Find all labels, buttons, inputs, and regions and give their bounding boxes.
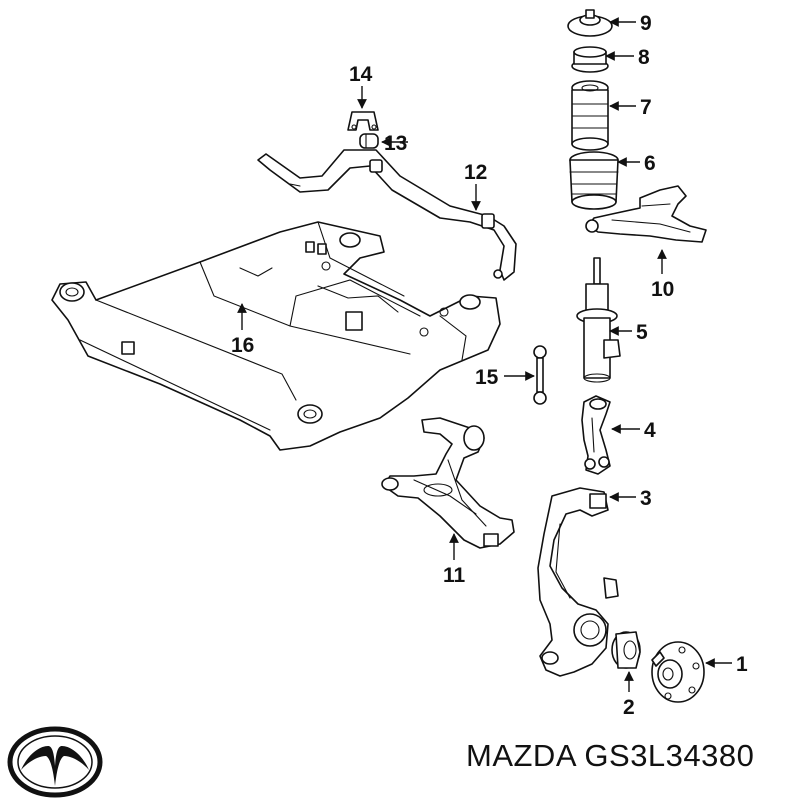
callout-label-10: 10 xyxy=(651,278,674,301)
callout-12: 12 xyxy=(464,161,487,211)
shock-absorber-part xyxy=(576,257,621,383)
wheel-bearing-part xyxy=(611,631,641,669)
callout-7: 7 xyxy=(609,96,652,119)
callout-label-1: 1 xyxy=(736,653,748,676)
callout-label-14: 14 xyxy=(349,63,373,86)
callout-6: 6 xyxy=(617,152,656,175)
callout-11: 11 xyxy=(443,533,466,587)
dust-boot-part xyxy=(571,80,609,151)
wheel-hub-part xyxy=(651,641,705,703)
steering-knuckle-part xyxy=(537,487,619,677)
callout-label-11: 11 xyxy=(443,564,466,587)
callout-3: 3 xyxy=(609,487,652,510)
callout-10: 10 xyxy=(651,249,674,301)
callout-14: 14 xyxy=(349,63,373,109)
callout-1: 1 xyxy=(705,653,748,676)
callout-label-4: 4 xyxy=(644,419,656,442)
callout-label-6: 6 xyxy=(644,152,656,175)
callout-15: 15 xyxy=(475,366,535,389)
subframe-part xyxy=(51,221,501,451)
strut-mount-part xyxy=(567,9,613,37)
callout-label-2: 2 xyxy=(623,696,635,719)
stabilizer-bar-part xyxy=(257,149,517,281)
strut-bearing-part xyxy=(571,46,609,73)
callout-label-12: 12 xyxy=(464,161,487,184)
callout-label-5: 5 xyxy=(636,321,648,344)
lower-control-arm-part xyxy=(381,417,515,549)
callout-label-8: 8 xyxy=(638,46,650,69)
callout-label-16: 16 xyxy=(231,334,254,357)
callout-5: 5 xyxy=(609,321,648,344)
callout-13: 13 xyxy=(381,132,408,155)
callout-label-9: 9 xyxy=(640,12,652,35)
callout-label-15: 15 xyxy=(475,366,499,389)
bump-stop-part xyxy=(569,151,619,210)
stabilizer-bushing-part xyxy=(359,133,379,149)
callout-label-13: 13 xyxy=(384,132,407,155)
callout-label-7: 7 xyxy=(640,96,652,119)
callout-16: 16 xyxy=(231,303,254,357)
upper-control-arm-part xyxy=(585,185,707,243)
mazda-logo-icon xyxy=(7,726,103,798)
callout-label-3: 3 xyxy=(640,487,652,510)
knuckle-bracket-part xyxy=(581,395,611,475)
callout-4: 4 xyxy=(611,419,656,442)
bushing-bracket-part xyxy=(347,111,379,131)
callout-9: 9 xyxy=(609,12,652,35)
callout-8: 8 xyxy=(605,46,650,69)
part-number-caption: MAZDA GS3L34380 xyxy=(466,738,755,773)
stabilizer-link-part xyxy=(533,345,547,405)
callout-2: 2 xyxy=(623,671,635,719)
